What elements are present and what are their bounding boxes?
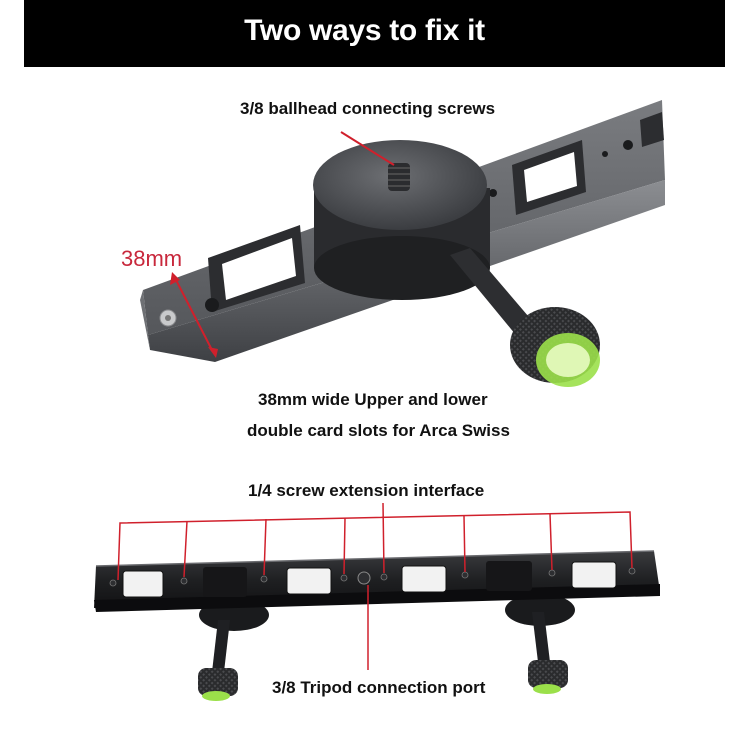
title-banner: Two ways to fix it	[24, 0, 725, 67]
slot-description-line1: 38mm wide Upper and lower	[258, 390, 488, 409]
banner-title: Two ways to fix it	[244, 13, 485, 47]
extension-interface-label: 1/4 screw extension interface	[248, 481, 485, 500]
ballhead-pointer	[340, 131, 395, 166]
extension-bracket-lines	[117, 502, 633, 581]
dimension-arrow	[170, 272, 218, 358]
slot-description-line2: double card slots for Arca Swiss	[247, 421, 510, 440]
ballhead-screws-label: 3/8 ballhead connecting screws	[240, 99, 496, 118]
width-dimension-label: 38mm	[121, 246, 183, 271]
lower-rail	[94, 550, 660, 701]
quick-release-clamp	[313, 140, 600, 387]
tripod-port-label: 3/8 Tripod connection port	[272, 678, 486, 697]
